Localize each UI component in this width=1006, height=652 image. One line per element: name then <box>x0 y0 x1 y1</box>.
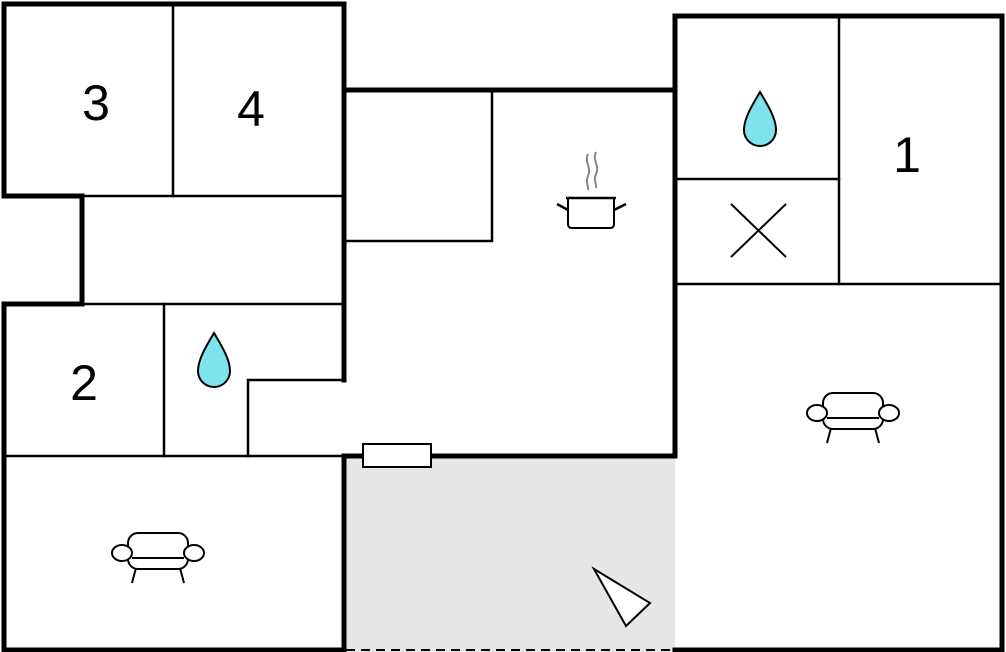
sofa-icon <box>806 392 900 444</box>
water-drop-icon <box>742 90 778 147</box>
room-2-label: 2 <box>70 355 98 411</box>
compass-triangle-icon <box>591 566 652 628</box>
terrace-area <box>344 456 675 652</box>
interior-walls <box>2 2 1004 458</box>
room-1-label: 1 <box>893 127 921 183</box>
sofa-icon <box>111 532 205 584</box>
room-4-label: 4 <box>237 81 265 137</box>
window-marker <box>362 443 432 468</box>
water-drop-icon <box>196 331 232 388</box>
room-3-label: 3 <box>82 75 110 131</box>
cooking-pot-icon <box>556 151 627 229</box>
cross-icon <box>730 203 787 258</box>
